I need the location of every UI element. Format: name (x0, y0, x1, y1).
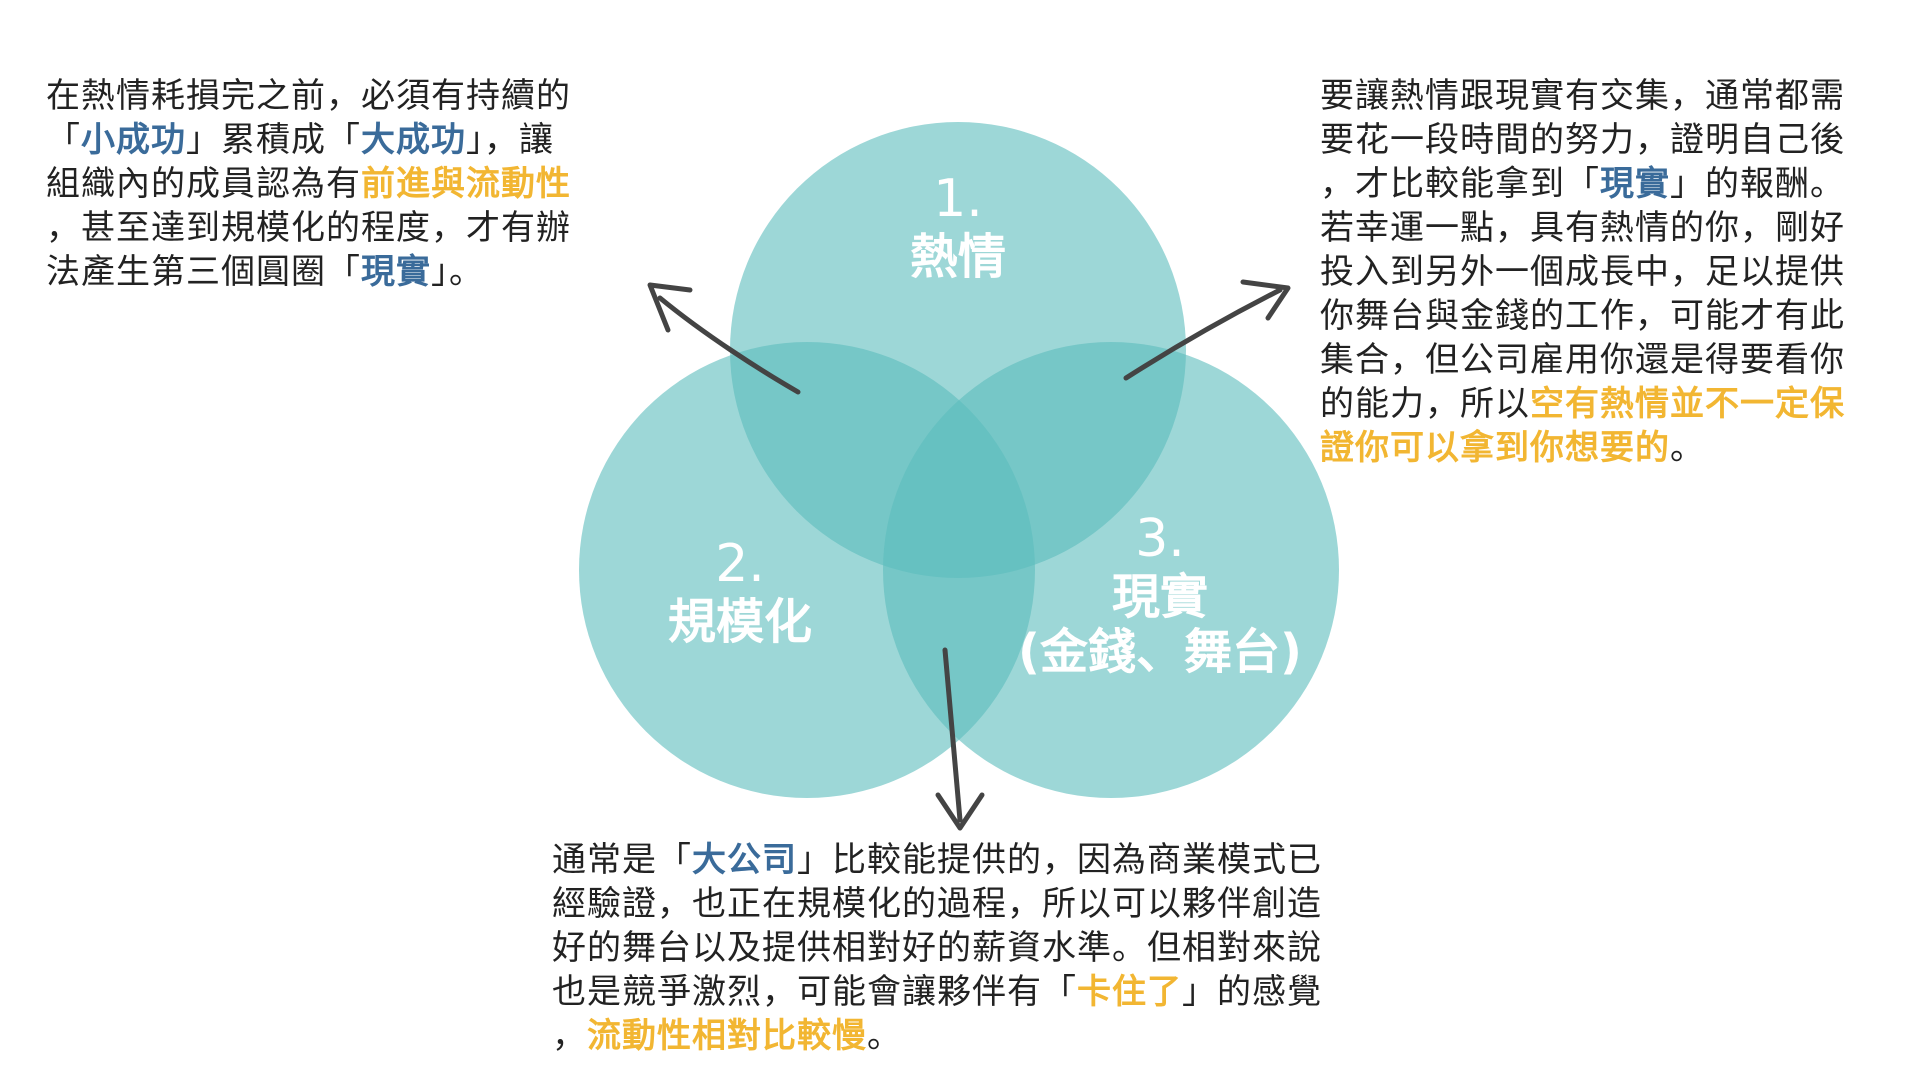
text-run: 的能力，所以 (1320, 384, 1530, 424)
text-run: ， (552, 1016, 587, 1056)
note-right-line: ，才比較能拿到「現實」的報酬。 (1320, 162, 1845, 206)
highlight-gold: 前進與流動性 (361, 164, 571, 204)
note-bottom-line: 也是競爭激烈，可能會讓夥伴有「卡住了」的感覺 (552, 970, 1322, 1014)
highlight-gold: 證你可以拿到你想要的 (1320, 428, 1670, 468)
text-run: 也是競爭激烈，可能會讓夥伴有「 (552, 972, 1077, 1012)
note-right-line: 集合，但公司雇用你還是得要看你 (1320, 340, 1845, 380)
note-right-line: 若幸運一點，具有熱情的你，剛好 (1320, 208, 1845, 248)
note-right-line: 要讓熱情跟現實有交集，通常都需 (1320, 76, 1845, 116)
highlight-blue: 現實 (1600, 164, 1670, 204)
note-left-line: 在熱情耗損完之前，必須有持續的 (46, 76, 571, 116)
circle-number-reality: 3. (1135, 509, 1185, 569)
text-run: 法產生第三個圓圈「 (46, 252, 361, 292)
note-right: 要讓熱情跟現實有交集，通常都需 要花一段時間的努力，證明自己後 ，才比較能拿到「… (1320, 74, 1845, 470)
circle-subtitle-reality: (金錢、舞台) (1018, 623, 1302, 680)
arrow-bottom (935, 647, 985, 831)
text-run: 組織內的成員認為有 (46, 164, 361, 204)
circle-title-reality: 現實 (1111, 568, 1208, 625)
circle-reality (883, 342, 1339, 798)
highlight-blue: 大成功 (361, 120, 466, 160)
text-run: 通常是「 (552, 840, 692, 880)
text-run: 」累積成「 (186, 120, 361, 160)
text-run: 。 (867, 1016, 902, 1056)
text-run: 「 (46, 120, 81, 160)
note-left-line: 「小成功」累積成「大成功」，讓 (46, 118, 571, 162)
highlight-blue: 小成功 (81, 120, 186, 160)
highlight-blue: 大公司 (692, 840, 797, 880)
text-run: 。 (1670, 428, 1705, 468)
text-run: ，才比較能拿到「 (1320, 164, 1600, 204)
circle-number-scale: 2. (715, 534, 765, 594)
text-run: 」。 (431, 252, 484, 292)
highlight-gold: 卡住了 (1077, 972, 1182, 1012)
arrow-left (647, 282, 801, 395)
highlight-gold: 流動性相對比較慢 (587, 1016, 867, 1056)
highlight-blue: 現實 (361, 252, 431, 292)
note-left-line: 組織內的成員認為有前進與流動性 (46, 162, 571, 206)
text-run: 」，讓 (466, 120, 554, 160)
circle-label-scale: 2. 規模化 (640, 534, 840, 650)
note-bottom-line: 通常是「大公司」比較能提供的，因為商業模式已 (552, 838, 1322, 882)
note-bottom-line: ，流動性相對比較慢。 (552, 1014, 1322, 1058)
circle-number-passion: 1. (933, 169, 983, 229)
text-run: 」的報酬。 (1670, 164, 1845, 204)
note-bottom: 通常是「大公司」比較能提供的，因為商業模式已 經驗證，也正在規模化的過程，所以可… (552, 838, 1322, 1058)
note-left-line: 法產生第三個圓圈「現實」。 (46, 250, 571, 294)
text-run: 」比較能提供的，因為商業模式已 (797, 840, 1322, 880)
note-left: 在熱情耗損完之前，必須有持續的 「小成功」累積成「大成功」，讓 組織內的成員認為… (46, 74, 571, 294)
note-right-line: 證你可以拿到你想要的。 (1320, 426, 1845, 470)
note-right-line: 你舞台與金錢的工作，可能才有此 (1320, 296, 1845, 336)
note-right-line: 投入到另外一個成長中，足以提供 (1320, 252, 1845, 292)
arrow-right (1123, 279, 1291, 381)
note-left-line: ，甚至達到規模化的程度，才有辦 (46, 208, 571, 248)
note-right-line: 的能力，所以空有熱情並不一定保 (1320, 382, 1845, 426)
note-right-line: 要花一段時間的努力，證明自己後 (1320, 120, 1845, 160)
circle-label-reality: 3. 現實 (金錢、舞台) (1000, 509, 1320, 680)
circle-title-scale: 規模化 (667, 593, 812, 650)
note-bottom-line: 好的舞台以及提供相對好的薪資水準。但相對來說 (552, 928, 1322, 968)
note-bottom-line: 經驗證，也正在規模化的過程，所以可以夥伴創造 (552, 884, 1322, 924)
circle-title-passion: 熱情 (909, 228, 1006, 285)
text-run: 」的感覺 (1182, 972, 1322, 1012)
highlight-gold: 空有熱情並不一定保 (1530, 384, 1845, 424)
circle-label-passion: 1. 熱情 (858, 169, 1058, 285)
